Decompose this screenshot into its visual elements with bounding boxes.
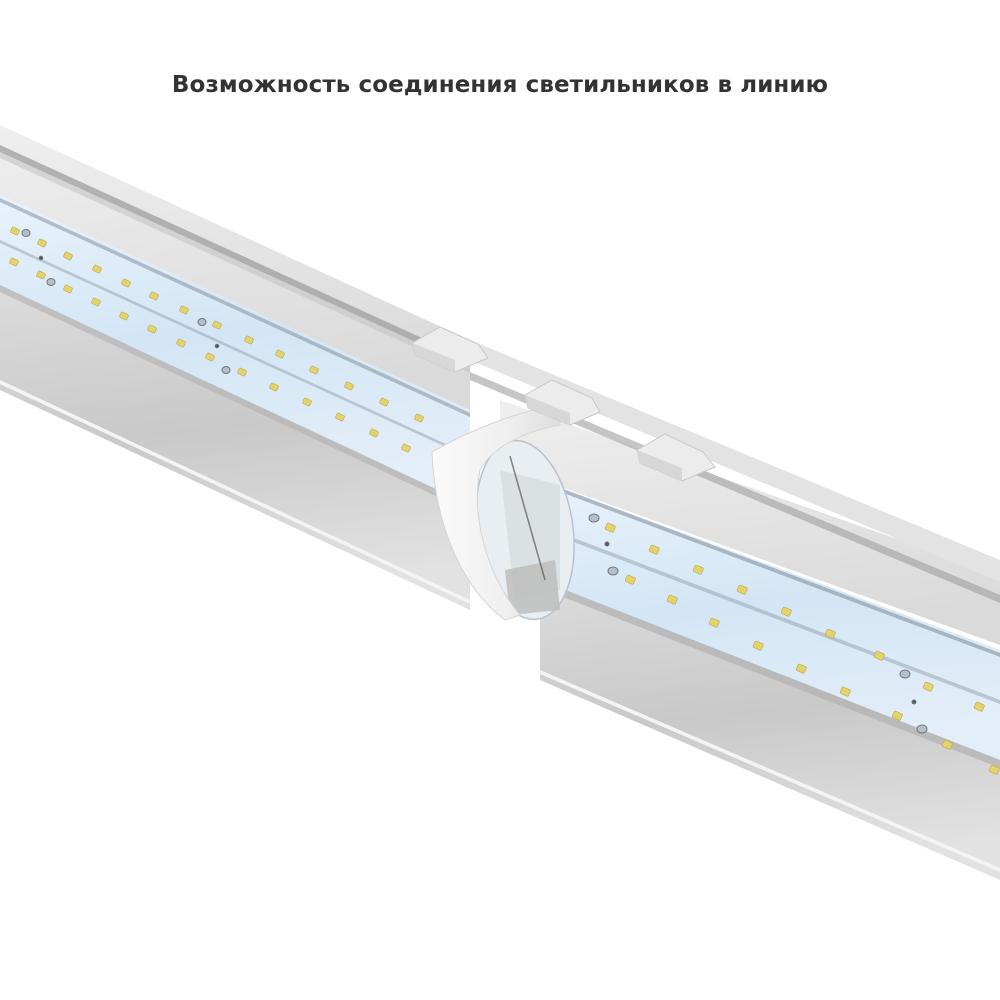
led-row-lower-right <box>624 574 1000 775</box>
led-row-upper-left <box>10 226 424 423</box>
led-row-upper-right <box>604 522 985 712</box>
clip-2 <box>524 379 601 426</box>
clip-3 <box>636 433 716 482</box>
luminaire-left <box>0 125 470 610</box>
board-screws-right <box>588 513 928 734</box>
page-title: Возможность соединения светильников в ли… <box>171 72 829 98</box>
luminaire-right <box>470 340 1000 880</box>
board-screws-left <box>21 229 231 374</box>
rail-clips <box>411 326 716 482</box>
joint-connector-sleeve <box>431 404 575 621</box>
clip-1 <box>411 326 489 373</box>
led-row-lower-left <box>9 257 411 453</box>
